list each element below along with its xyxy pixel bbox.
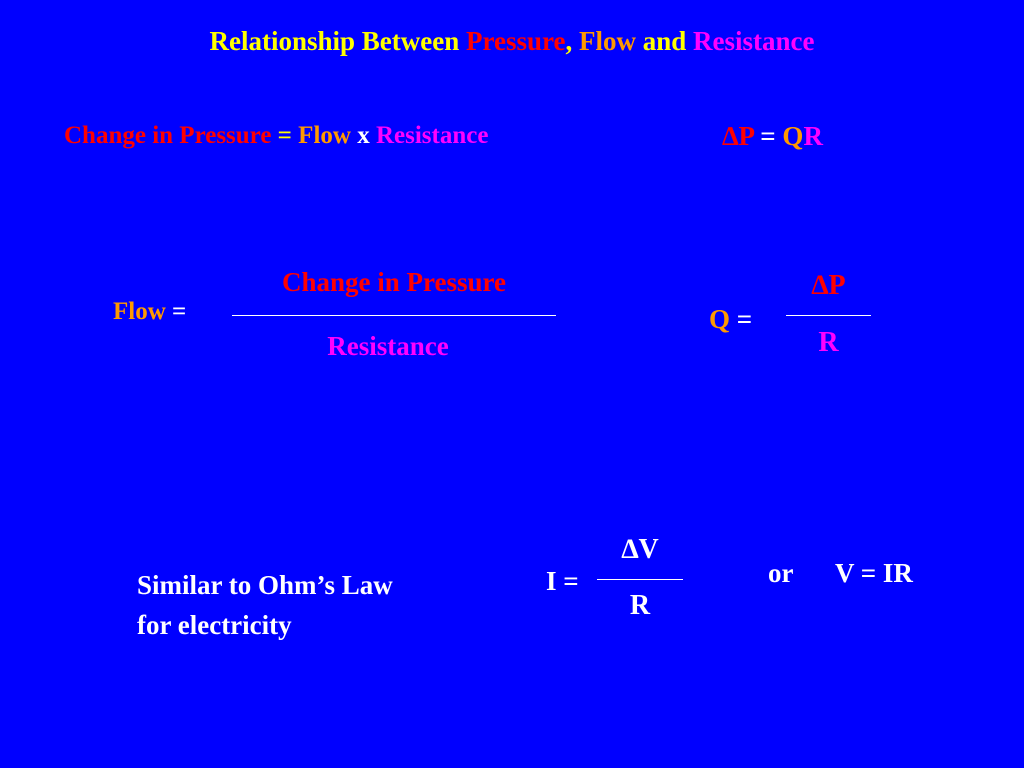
q-fraction-label: Q = xyxy=(709,304,752,335)
ohm-fraction-denominator: R xyxy=(629,590,651,621)
word-equals: = xyxy=(271,122,299,149)
ohm-law-line2: for electricity xyxy=(137,610,292,640)
flow-fraction-bar xyxy=(232,315,556,316)
word-times: x xyxy=(350,122,376,149)
symbol-r: R xyxy=(803,121,823,151)
ohm-fraction-numerator: ∆V xyxy=(621,534,659,565)
ohm-law-note: Similar to Ohm’s Law for electricity xyxy=(137,565,477,645)
q-fraction-denominator: R xyxy=(818,327,839,358)
ohm-i-label: I = xyxy=(546,566,579,596)
ohm-or: or xyxy=(768,558,794,588)
flow-fraction-label: Flow = xyxy=(113,298,186,326)
symbol-equation: ∆P = QR xyxy=(722,121,823,152)
flow-fraction-numerator: Change in Pressure xyxy=(281,267,506,297)
symbol-q: Q xyxy=(782,121,804,151)
word-change-in-pressure: Change in Pressure xyxy=(64,122,272,149)
q-fraction-numerator: ∆P xyxy=(811,270,846,301)
title-text: Relationship Between xyxy=(209,26,466,56)
q-fraction-bar xyxy=(786,315,871,316)
flow-fraction-denominator: Resistance xyxy=(327,331,449,361)
word-equation: Change in Pressure = Flow x Resistance xyxy=(64,122,488,150)
word-flow: Flow xyxy=(298,122,351,149)
q-label-equals: = xyxy=(730,304,753,334)
ohm-law-line1: Similar to Ohm’s Law xyxy=(137,570,393,600)
title-and: and xyxy=(635,26,694,56)
flow-label-text: Flow xyxy=(113,298,166,325)
symbol-delta-p: ∆P xyxy=(722,121,754,151)
flow-label-equals: = xyxy=(165,298,187,325)
title-resistance: Resistance xyxy=(693,26,815,56)
q-label-text: Q xyxy=(709,304,731,334)
title-comma: , xyxy=(565,26,573,56)
slide-title: Relationship Between Pressure, Flow and … xyxy=(0,26,1024,57)
ohm-fraction-bar xyxy=(597,579,683,580)
title-flow: Flow xyxy=(572,26,636,56)
ohm-v-equals-ir: V = IR xyxy=(835,558,913,588)
symbol-equals: = xyxy=(753,121,783,151)
title-pressure: Pressure xyxy=(465,26,566,56)
word-resistance: Resistance xyxy=(375,122,489,149)
